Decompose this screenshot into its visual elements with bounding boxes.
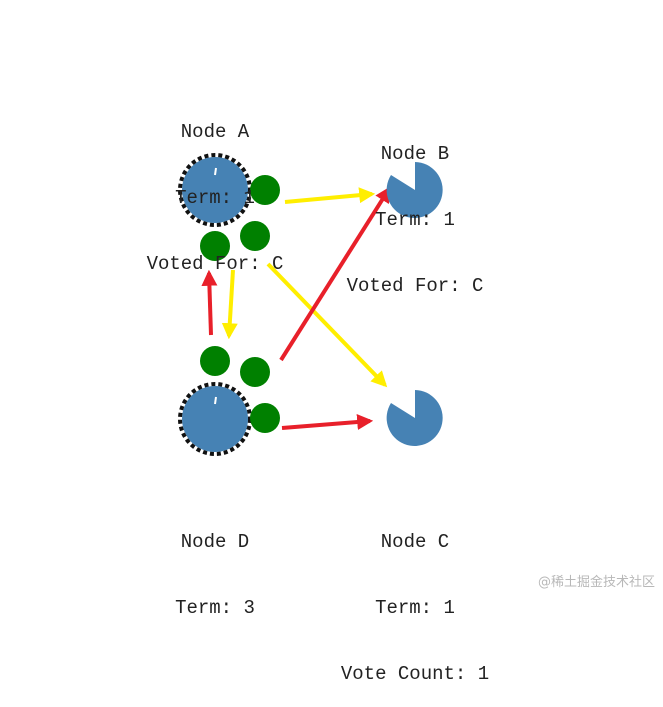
node-b-pie [386,162,443,218]
node-d-tick [214,396,217,405]
node-d-label: Node D Term: 3 [115,487,315,641]
arrow-a-to-c [266,262,388,388]
node-d-term: Term: 3 [175,597,255,619]
node-a-voted-for: Voted For: C [146,253,284,275]
node-c-vote-count: Vote Count: 1 [340,663,490,685]
message-dot [200,346,230,376]
node-c-term: Term: 1 [375,597,455,619]
message-dot [250,403,280,433]
node-b-label: Node B Term: 1 Voted For: C [315,99,515,319]
node-a-term: Term: 1 [175,187,255,209]
node-d-circle [182,386,248,452]
node-b-voted-for: Voted For: C [346,275,484,297]
arrow-d-to-a [201,269,218,336]
arrow-d-to-b [279,186,391,362]
node-a-label: Node A Term: 1 Voted For: C [115,77,315,297]
message-dot [240,221,270,251]
message-dot [250,175,280,205]
arrow-d-to-c [281,414,374,430]
watermark: @稀土掘金技术社区 [537,575,655,590]
node-c-label: Node C Term: 1 Vote Count: 1 [305,487,525,707]
arrow-a-to-b [284,187,376,204]
node-c-pie [386,390,443,446]
arrow-a-to-d [221,269,238,340]
node-d-leader-ring [178,382,252,456]
node-a-circle [182,157,248,223]
node-a-tick [214,167,217,176]
node-b-term: Term: 1 [375,209,455,231]
message-dot [240,357,270,387]
node-c-name: Node C [380,531,450,553]
raft-election-diagram [178,153,443,456]
node-d-name: Node D [180,531,250,553]
node-b-name: Node B [380,143,450,165]
node-d [178,382,252,456]
node-a-name: Node A [180,121,250,143]
message-dot [200,231,230,261]
